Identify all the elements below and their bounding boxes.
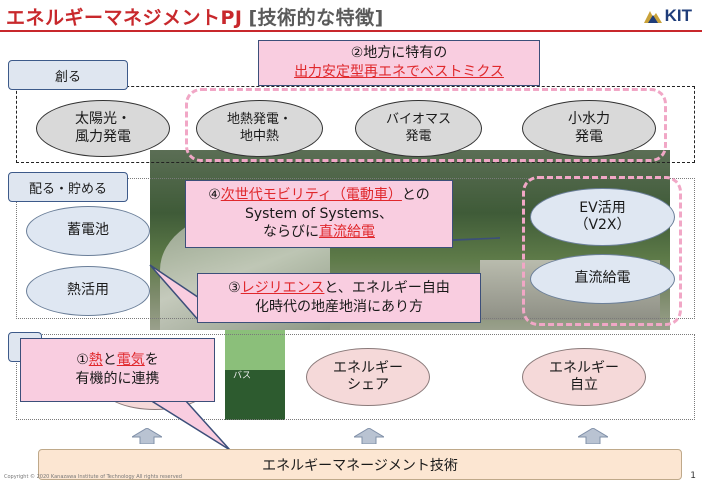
callout-regional-renewables: ②地方に特有の出力安定型再エネでベストミクス <box>258 40 540 86</box>
biomass-node: バイオマス発電 <box>355 100 482 157</box>
create-row-tag: 創る <box>8 60 128 90</box>
battery-node: 蓄電池 <box>26 206 150 256</box>
up-arrow-center-icon <box>354 428 384 444</box>
page-title: エネルギーマネジメントPJ[技術的な特徴] <box>6 3 384 30</box>
kit-logo-icon <box>643 11 662 23</box>
solar-wind-node: 太陽光・風力発電 <box>36 100 170 157</box>
up-arrow-left-icon <box>132 428 162 444</box>
energy-share-node: エネルギーシェア <box>306 348 430 406</box>
map-label: バス <box>233 371 252 381</box>
energy-self-node: エネルギー自立 <box>522 348 646 406</box>
callout-next-gen-mobility: ④次世代モビリティ（電動車）との System of Systems、 ならびに… <box>185 180 453 248</box>
callout-resilience: ③レジリエンスと、エネルギー自由 化時代の地産地消にあり方 <box>197 273 481 323</box>
distribute-row-tag: 配る・貯める <box>8 172 128 202</box>
ev-v2x-node: EV活用（V2X） <box>530 188 675 246</box>
create-row-frame <box>16 86 695 163</box>
heat-use-node: 熱活用 <box>26 266 150 316</box>
map-band <box>225 330 285 370</box>
copyright: Copyright © 2020 Kanazawa Institute of T… <box>4 474 182 480</box>
logo-text: KIT <box>664 6 692 25</box>
dc-supply-node: 直流給電 <box>530 254 675 304</box>
map-inset: バス <box>225 330 285 420</box>
energy-management-tech-bar: エネルギーマネージメント技術 <box>38 449 682 480</box>
title-rule <box>0 30 702 32</box>
regional-renewables-group <box>185 88 667 162</box>
use-row-frame <box>16 334 695 420</box>
geothermal-node: 地熱発電・地中熱 <box>196 100 323 157</box>
kit-logo: KIT <box>643 6 692 26</box>
small-hydro-node: 小水力発電 <box>522 100 656 157</box>
title-main: エネルギーマネジメントPJ <box>6 7 243 29</box>
up-arrow-right-icon <box>578 428 608 444</box>
callout-heat-electricity: ①熱と電気を 有機的に連携 <box>20 338 215 402</box>
page-number: 1 <box>690 471 696 481</box>
ev-dc-group <box>522 176 682 326</box>
title-subtitle: [技術的な特徴] <box>248 7 384 29</box>
